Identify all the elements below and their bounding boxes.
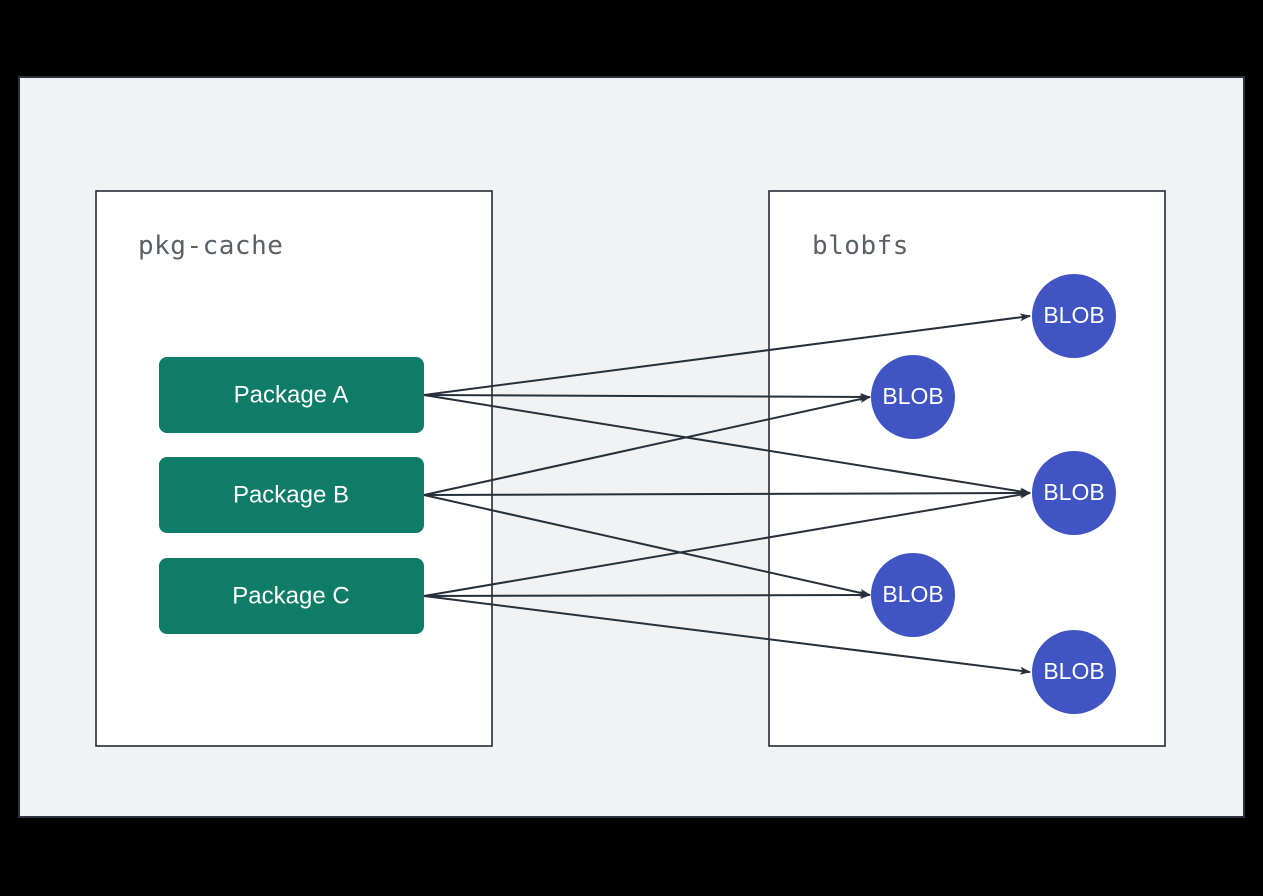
blob-label-blob-4: BLOB [882,581,943,607]
edges-layer [423,313,1031,675]
blob-label-blob-2: BLOB [882,383,943,409]
edge-package-a-to-blob-3 [423,394,1031,496]
edge-package-a-to-blob-1 [423,313,1031,396]
node-blob-4[interactable]: BLOB [871,553,955,637]
edge-package-b-to-blob-2 [423,395,871,496]
node-package-c[interactable]: Package C [159,558,424,634]
node-blob-1[interactable]: BLOB [1032,274,1116,358]
blob-circle-blob-2[interactable] [871,355,955,439]
packages-layer: Package A Package B Package C [159,357,424,634]
blob-circle-blob-1[interactable] [1032,274,1116,358]
node-package-b[interactable]: Package B [159,457,424,533]
blob-circle-blob-5[interactable] [1032,630,1116,714]
blob-label-blob-1: BLOB [1043,302,1104,328]
edge-package-c-to-blob-5 [423,595,1031,675]
package-label-package-b: Package B [233,481,349,508]
edge-package-c-to-blob-3 [423,490,1031,597]
package-label-package-a: Package A [234,381,349,408]
node-blob-5[interactable]: BLOB [1032,630,1116,714]
group-label-pkg-cache: pkg-cache [138,231,283,261]
edge-package-c-to-blob-4 [423,591,871,600]
node-blob-2[interactable]: BLOB [871,355,955,439]
blobs-layer: BLOB BLOB BLOB BLOB BLOB [871,274,1116,714]
edge-package-b-to-blob-4 [423,494,871,597]
node-blob-3[interactable]: BLOB [1032,451,1116,535]
edge-package-a-to-blob-2 [423,392,871,401]
package-label-package-c: Package C [232,582,349,609]
package-rect-package-a[interactable] [159,357,424,433]
package-rect-package-b[interactable] [159,457,424,533]
blob-circle-blob-3[interactable] [1032,451,1116,535]
blob-circle-blob-4[interactable] [871,553,955,637]
package-rect-package-c[interactable] [159,558,424,634]
blob-label-blob-3: BLOB [1043,479,1104,505]
edge-package-b-to-blob-3 [423,489,1031,498]
node-package-a[interactable]: Package A [159,357,424,433]
blob-label-blob-5: BLOB [1043,658,1104,684]
group-label-blobfs: blobfs [812,231,909,261]
